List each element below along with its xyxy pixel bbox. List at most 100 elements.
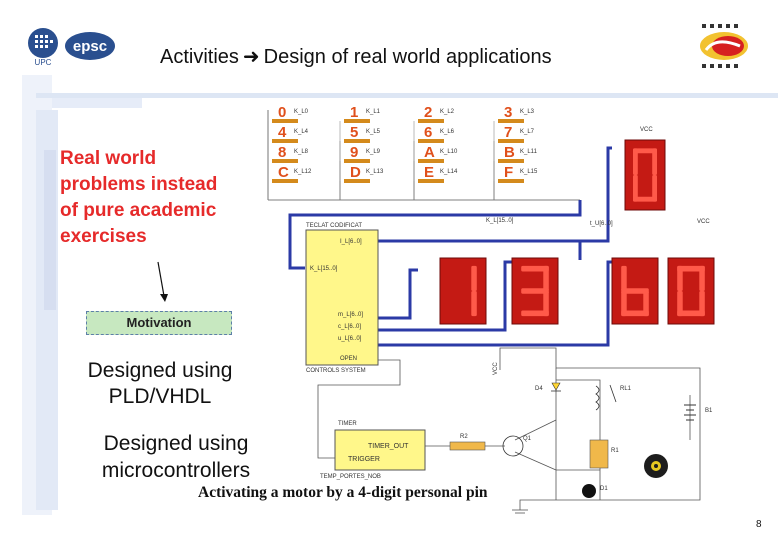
keypad-key-3: 3: [504, 104, 512, 121]
keypad-key-label: K_L14: [440, 169, 458, 175]
keypad-key-label: K_L6: [440, 129, 455, 135]
display-segment: [521, 288, 549, 294]
real-world-line: exercises: [60, 226, 147, 247]
encoder-chip: TECLAT CODIFICAT I_L[6..0] K_L[15..0] m_…: [305, 127, 710, 374]
display-segment: [652, 148, 657, 175]
display-segment: [633, 196, 657, 202]
vcc-label-top: VCC: [640, 127, 653, 133]
display-segment: [543, 265, 549, 291]
real-world-line: Real world: [60, 148, 157, 169]
keypad-switch: [418, 179, 444, 183]
resistor-r2: R2: [449, 434, 486, 451]
display-segment: [643, 291, 649, 317]
keypad-key-A: A: [424, 144, 435, 161]
bus-label: K_L[15..0]: [486, 218, 514, 224]
right-arrow-icon: ➜: [242, 44, 260, 68]
real-world-line: of pure academic: [60, 200, 217, 221]
svg-text:RL1: RL1: [620, 386, 632, 392]
vcc-label-right: VCC: [697, 219, 710, 225]
keypad-key-label: K_L15: [520, 169, 538, 175]
keypad-key-label: K_L10: [440, 149, 458, 155]
keypad-switch: [344, 139, 370, 143]
keypad-switch: [498, 179, 524, 183]
keypad-key-label: K_L11: [520, 149, 538, 155]
keypad-key-label: K_L0: [294, 109, 309, 115]
seven-segment-displays: 013b0: [439, 139, 715, 325]
display-segment: [621, 310, 649, 317]
decor-band: [52, 98, 142, 108]
svg-text:u_L[6..0]: u_L[6..0]: [338, 336, 362, 342]
display-segment: [677, 291, 683, 317]
display-segment: [633, 148, 638, 175]
keypad-key-label: K_L4: [294, 129, 309, 135]
svg-text:R2: R2: [460, 434, 468, 440]
svg-text:UPC: UPC: [35, 58, 52, 66]
keypad-key-label: K_L3: [520, 109, 535, 115]
keypad-key-4: 4: [278, 124, 287, 141]
diode-d4: D4: [535, 382, 561, 392]
keypad-switch: [418, 119, 444, 123]
decor-stripe: [44, 150, 56, 310]
pld-vhdl-text: Designed using PLD/VHDL: [72, 358, 248, 410]
keypad-key-E: E: [424, 164, 434, 181]
decor-band: [36, 93, 778, 98]
keypad-key-2: 2: [424, 104, 432, 121]
keypad-switch: [498, 159, 524, 163]
keypad-key-label: K_L5: [366, 129, 381, 135]
keypad-switch: [272, 179, 298, 183]
display-segment: [633, 148, 657, 154]
keypad-key-F: F: [504, 164, 513, 181]
svg-text:R1: R1: [611, 448, 619, 454]
pld-line: PLD/VHDL: [108, 385, 212, 408]
keypad-key-C: C: [278, 164, 289, 181]
svg-text:TEMP_PORTES_NOB: TEMP_PORTES_NOB: [320, 474, 381, 480]
svg-text:TIMER_OUT: TIMER_OUT: [368, 443, 409, 450]
svg-text:D4: D4: [535, 386, 543, 392]
svg-text:D1: D1: [600, 486, 608, 492]
keypad-key-D: D: [350, 164, 361, 181]
keypad-key-5: 5: [350, 124, 358, 141]
real-world-line: problems instead: [60, 174, 218, 195]
keypad-key-label: K_L8: [294, 149, 309, 155]
resistor-r1: R1: [589, 439, 619, 469]
keypad-switch: [498, 139, 524, 143]
bus-lines: [288, 146, 612, 347]
epsc-logo: epsc: [64, 30, 116, 62]
display-segment: [633, 175, 638, 202]
keypad-key-label: K_L1: [366, 109, 381, 115]
keypad-switch: [344, 119, 370, 123]
keypad-key-label: K_L2: [440, 109, 455, 115]
keypad-key-8: 8: [278, 144, 286, 161]
svg-text:m_L[6..0]: m_L[6..0]: [338, 312, 363, 318]
svg-text:TRIGGER: TRIGGER: [348, 456, 380, 463]
svg-text:I_L[6..0]: I_L[6..0]: [340, 239, 362, 245]
motor-d1: D1: [582, 484, 608, 498]
arrow-icon: [157, 261, 168, 302]
bus-out-label: t_U[6..0]: [590, 221, 613, 227]
display-segment: [621, 288, 649, 294]
keypad-key-0: 0: [278, 104, 286, 121]
display-segment: [471, 265, 477, 291]
display-segment: [543, 291, 549, 317]
bottom-display-1: [439, 257, 487, 325]
ee-logo: [692, 20, 758, 72]
svg-text:epsc: epsc: [73, 38, 107, 55]
keypad-key-label: K_L7: [520, 129, 535, 135]
keypad-key-9: 9: [350, 144, 358, 161]
keypad-key-label: K_L12: [294, 169, 312, 175]
keypad-key-label: K_L9: [366, 149, 381, 155]
svg-text:TIMER: TIMER: [338, 421, 357, 427]
display-segment: [677, 265, 705, 272]
keypad-switch: [418, 159, 444, 163]
transistor-q1: Q1: [502, 435, 532, 457]
relay-rl1: RL1: [595, 384, 632, 411]
keypad-switch: [498, 119, 524, 123]
keypad-switch: [344, 179, 370, 183]
display-segment: [521, 265, 549, 272]
real-world-text: Real world problems instead of pure acad…: [60, 146, 260, 250]
keypad-key-7: 7: [504, 124, 512, 141]
encoder-bottom-label: CONTROLS SYSTEM: [306, 368, 366, 374]
title-part2: Design of real world applications: [263, 46, 552, 68]
display-segment: [652, 175, 657, 202]
pld-line: Designed using: [87, 359, 233, 382]
